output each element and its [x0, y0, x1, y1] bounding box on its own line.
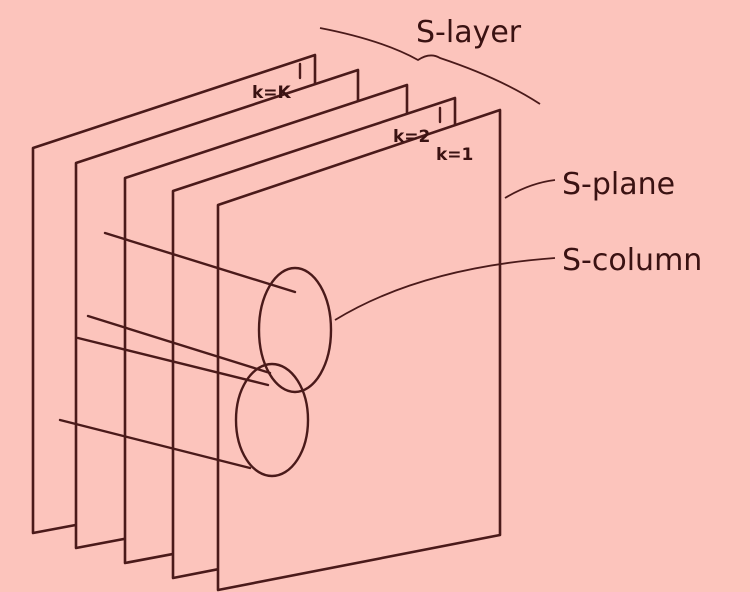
plane-label-k-1: k=1: [436, 145, 473, 165]
s-column-leader: [334, 257, 556, 321]
s-layer-label: S-layer: [416, 15, 522, 50]
column-lower-front-end: [234, 362, 310, 478]
s-column-front: [234, 266, 333, 478]
s-column-lines: [58, 231, 297, 470]
s-plane-label: S-plane: [562, 167, 675, 202]
plane-label-k-2: k=2: [393, 127, 430, 147]
s-plane-leader: [504, 179, 556, 199]
s-column-label: S-column: [562, 243, 702, 278]
plane-label-k-K: k=K: [252, 83, 292, 103]
column-upper-front-end: [257, 266, 333, 394]
s-layer-brace: [319, 27, 541, 105]
